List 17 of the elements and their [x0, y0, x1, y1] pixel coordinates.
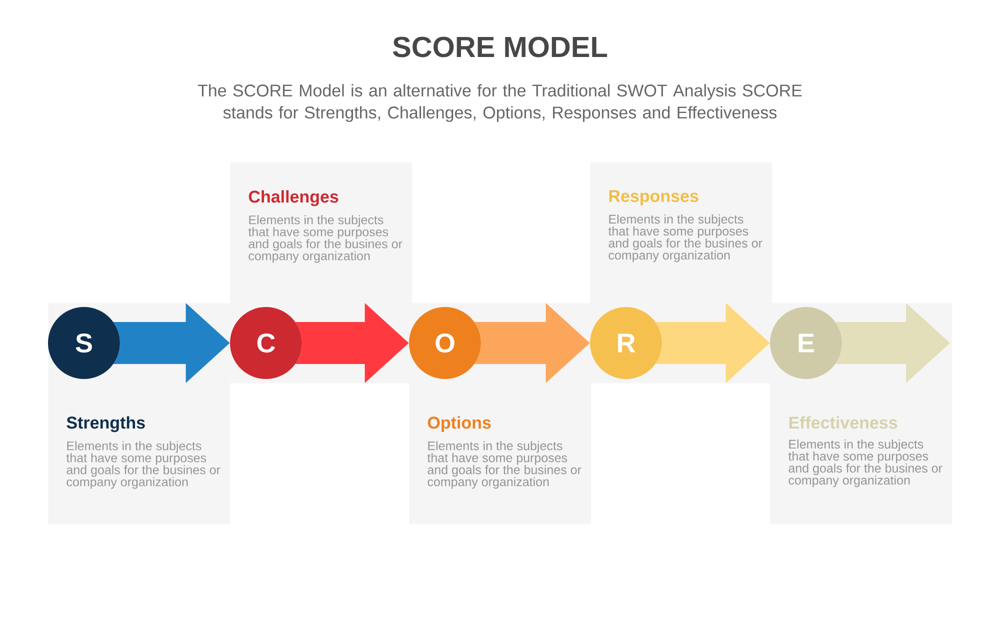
panel-heading: Responses: [609, 190, 698, 206]
block-arrow: [113, 303, 230, 383]
panel-text: Elements in the subjects that have some purposes and goals for the busines or company organization: [66, 441, 220, 489]
panel-text: Elements in the subjects that have some purposes and goals for the busines or company organization: [427, 441, 582, 489]
panel-heading: Challenges: [248, 190, 338, 206]
subtitle: The SCORE Model is an alternative for the Traditional SWOT Analysis SCORE stands for Strengths, Challenges, Options, Responses and Effectiveness: [198, 84, 802, 122]
title: SCORE MODEL: [392, 36, 608, 58]
block-arrow: [295, 303, 409, 383]
panel-text: Elements in the subjects that have some purposes and goals for the busines or company organization: [788, 439, 942, 488]
panel-heading: Effectiveness: [789, 416, 898, 429]
panel-heading: Options: [428, 416, 491, 432]
panel-text: Elements in the subjects that have some purposes and goals for the busines or company organization: [248, 215, 402, 263]
block-arrow: [835, 303, 950, 383]
block-arrow: [655, 303, 770, 383]
panel-text: Elements in the subjects that have some purposes and goals for the busines or company organization: [608, 214, 762, 262]
panel-heading: Strengths: [66, 416, 145, 432]
block-arrow: [474, 303, 590, 383]
